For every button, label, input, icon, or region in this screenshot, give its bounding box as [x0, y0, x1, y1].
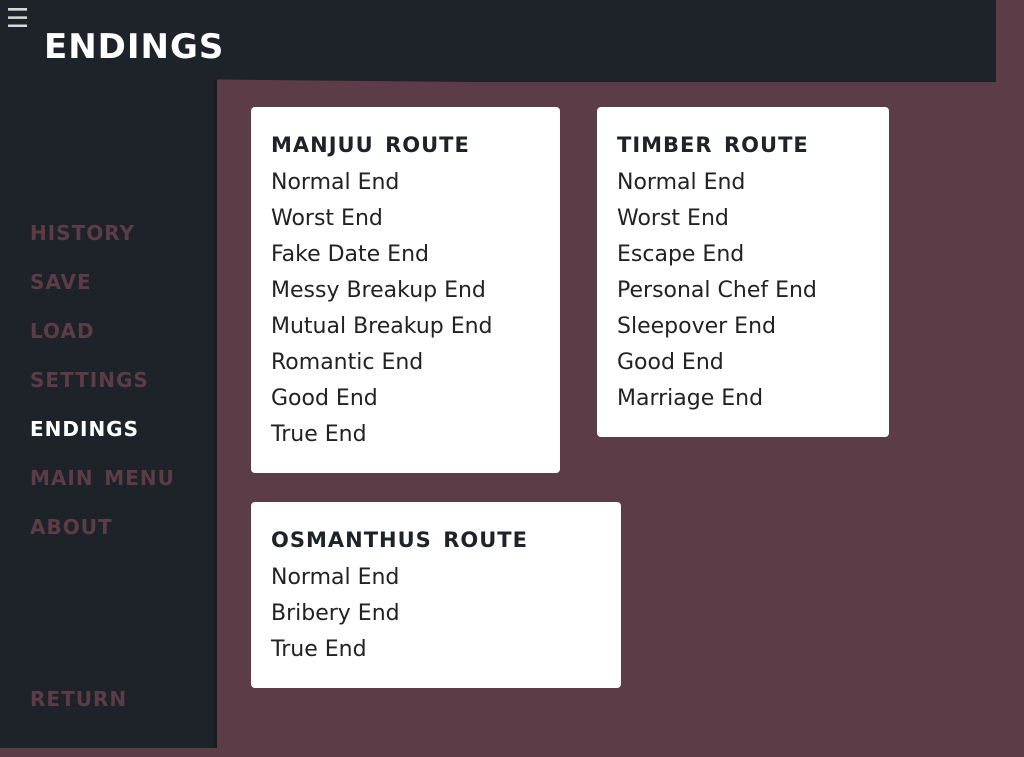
- route-title: MANJUU ROUTE: [271, 125, 470, 160]
- route-card-manjuu: MANJUU ROUTE Normal End Worst End Fake D…: [251, 107, 560, 473]
- ending-item[interactable]: Good End: [271, 386, 378, 411]
- ending-item[interactable]: Romantic End: [271, 350, 424, 375]
- nav-item-settings[interactable]: SETTINGS: [30, 361, 149, 394]
- ending-item[interactable]: Normal End: [271, 565, 400, 590]
- route-title: TIMBER ROUTE: [617, 125, 809, 160]
- ending-item[interactable]: Mutual Breakup End: [271, 314, 493, 339]
- nav-item-history[interactable]: HISTORY: [30, 214, 136, 247]
- ending-item[interactable]: Fake Date End: [271, 242, 429, 267]
- sidebar: [0, 0, 217, 748]
- ending-item[interactable]: Normal End: [617, 170, 746, 195]
- nav-item-save[interactable]: SAVE: [30, 263, 92, 296]
- nav-item-endings[interactable]: ENDINGS: [30, 410, 140, 443]
- ending-item[interactable]: Bribery End: [271, 601, 400, 626]
- screen-title: ENDINGS: [44, 14, 225, 70]
- ending-item[interactable]: Personal Chef End: [617, 278, 817, 303]
- route-card-osmanthus: OSMANTHUS ROUTE Normal End Bribery End T…: [251, 502, 621, 688]
- ending-item[interactable]: Sleepover End: [617, 314, 776, 339]
- ending-item[interactable]: True End: [271, 637, 367, 662]
- ending-item[interactable]: Messy Breakup End: [271, 278, 486, 303]
- return-button[interactable]: RETURN: [30, 680, 128, 713]
- ending-list: Normal End Worst End Escape End Personal…: [617, 165, 871, 417]
- ending-item[interactable]: Good End: [617, 350, 724, 375]
- ending-list: Normal End Bribery End True End: [271, 560, 603, 668]
- nav-item-about[interactable]: ABOUT: [30, 508, 113, 541]
- ending-item[interactable]: Marriage End: [617, 386, 764, 411]
- ending-item[interactable]: Worst End: [271, 206, 383, 231]
- ending-item[interactable]: Worst End: [617, 206, 729, 231]
- hamburger-icon[interactable]: ☰: [6, 4, 30, 34]
- nav-item-main-menu[interactable]: MAIN MENU: [30, 459, 175, 492]
- ending-item[interactable]: Escape End: [617, 242, 745, 267]
- top-header-band: [0, 0, 996, 82]
- game-menu-nav: HISTORY SAVE LOAD SETTINGS ENDINGS MAIN …: [30, 206, 210, 549]
- nav-item-load[interactable]: LOAD: [30, 312, 95, 345]
- route-card-timber: TIMBER ROUTE Normal End Worst End Escape…: [597, 107, 889, 437]
- ending-list: Normal End Worst End Fake Date End Messy…: [271, 165, 542, 453]
- ending-item[interactable]: True End: [271, 422, 367, 447]
- route-title: OSMANTHUS ROUTE: [271, 520, 528, 555]
- ending-item[interactable]: Normal End: [271, 170, 400, 195]
